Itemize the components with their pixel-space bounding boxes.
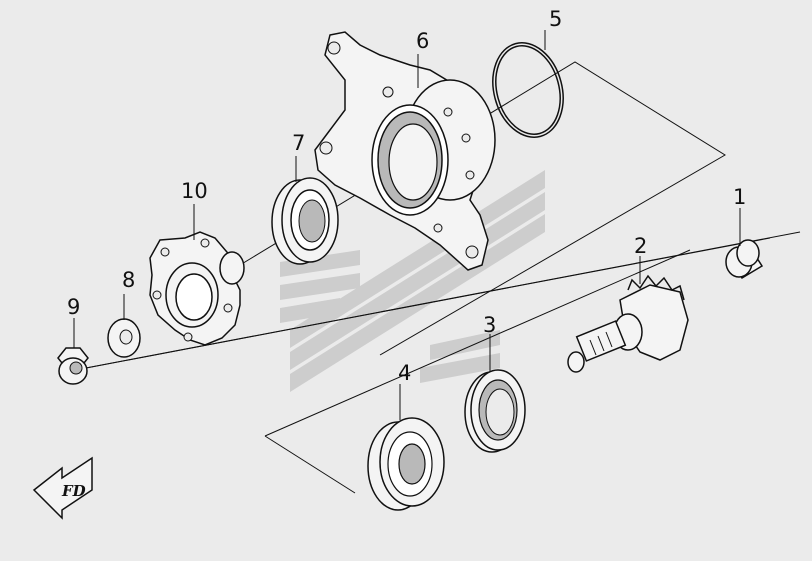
arrow-left-icon — [32, 456, 93, 520]
callout-labels: 1 2 3 4 5 6 7 8 9 10 — [67, 7, 746, 385]
callout-4: 4 — [398, 361, 411, 385]
callout-8: 8 — [122, 268, 135, 292]
part-1-bushing — [725, 239, 764, 280]
part-4-ball-bearing — [367, 417, 445, 511]
callout-5: 5 — [549, 7, 562, 31]
part-10-hub-flange — [149, 231, 245, 346]
part-7-oil-seal — [271, 177, 339, 265]
callout-leaders — [73, 30, 741, 420]
callout-6: 6 — [416, 29, 429, 53]
callout-1: 1 — [733, 185, 746, 209]
part-9-nut — [57, 347, 89, 385]
part-2-pinion-gear — [567, 274, 689, 373]
part-3-seal-ring — [464, 369, 526, 453]
callout-9: 9 — [67, 295, 80, 319]
part-5-o-ring — [492, 42, 564, 138]
direction-badge: FD — [32, 456, 93, 520]
callout-7: 7 — [292, 131, 305, 155]
callout-10: 10 — [181, 179, 208, 203]
callout-3: 3 — [483, 313, 496, 337]
callout-2: 2 — [634, 234, 647, 258]
direction-badge-text: FD — [61, 482, 86, 500]
part-8-washer — [107, 318, 141, 358]
part-6-bearing-housing — [314, 31, 496, 271]
